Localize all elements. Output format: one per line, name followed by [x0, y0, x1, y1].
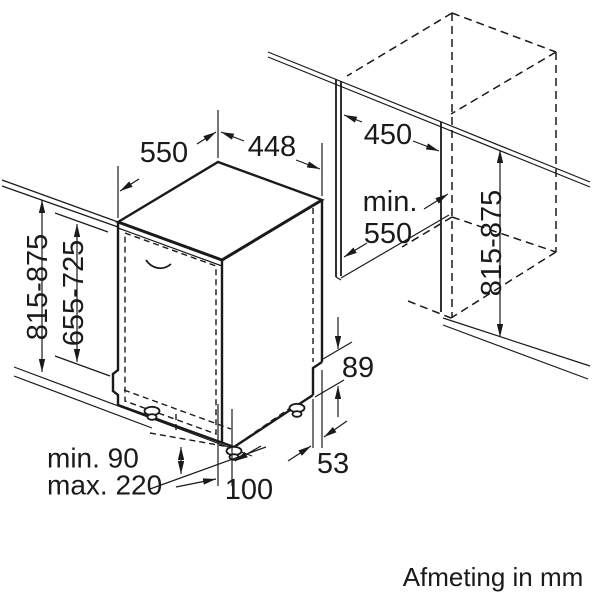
door-handle-recess [145, 259, 172, 270]
dim-label-foot-offset: 100 [225, 474, 273, 506]
dim-label-niche-depth-2: 550 [364, 218, 412, 250]
dim-label-door-height: 655-725 [58, 240, 90, 346]
door-panel-dashed [124, 232, 217, 435]
dim-foot-offset-100: 100 [175, 404, 273, 506]
dim-label-height-left: 815-875 [22, 234, 54, 340]
dim-height-815-875-left: 815-875 [22, 200, 54, 372]
dim-plinth-min-max: min. 90 max. 220 [47, 443, 267, 501]
dim-niche-width-450: 450 [343, 114, 440, 152]
dim-label-niche-height: 815-875 [476, 190, 508, 296]
dim-depth-550: 550 [117, 110, 219, 218]
dim-label-niche-width: 450 [364, 119, 412, 151]
countertop-right [267, 51, 591, 188]
floor-right [442, 317, 591, 380]
dim-label-depth-550: 550 [140, 137, 188, 169]
countertop-left [1, 179, 119, 228]
niche-outline [346, 12, 557, 319]
dim-rear-base-89: 89 [314, 317, 374, 417]
cabinet-side-panel [335, 79, 450, 281]
appliance-feet [143, 402, 306, 461]
dim-label-rear-base: 89 [342, 352, 374, 384]
dim-label-plinth-max: max. 220 [47, 470, 162, 501]
dim-niche-depth-min550: min. 550 [343, 186, 449, 258]
dim-niche-height-815-875: 815-875 [476, 150, 508, 337]
dim-rear-offset-53: 53 [287, 370, 349, 480]
plinth-hidden-edges [123, 389, 294, 449]
appliance-top-face [115, 160, 325, 262]
dim-label-rear-offset: 53 [317, 448, 349, 480]
dim-door-height-655-725: 655-725 [54, 212, 111, 377]
dim-label-niche-depth-1: min. [363, 186, 418, 218]
appliance-drawing [111, 160, 325, 461]
dim-width-448: 448 [220, 131, 323, 196]
dim-label-width-448: 448 [248, 131, 296, 163]
diagram-caption: Afmeting in mm [403, 562, 584, 592]
dim-label-plinth-min: min. 90 [47, 443, 139, 474]
